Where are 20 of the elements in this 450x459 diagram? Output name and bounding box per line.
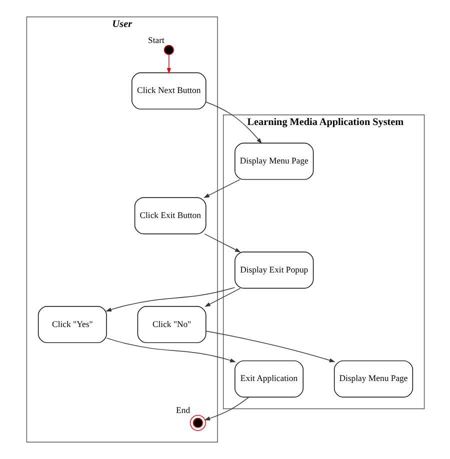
node-box: Display Exit Popup [234,252,314,289]
node-box: Exit Application [234,360,303,398]
arrow [203,179,240,198]
node-box: Display Menu Page [234,142,314,180]
node-box: Click Exit Button [134,197,206,234]
node-label: Start [148,34,164,45]
arrow [205,330,335,362]
arrow [105,287,235,312]
node-label: End [176,404,190,415]
node-box: Click "Yes" [37,306,106,344]
arrow [205,102,262,144]
node-circle [163,44,174,56]
arrow [166,54,170,74]
node-circle [189,414,206,431]
node-box: Click "No" [136,306,206,344]
node-box: Display Menu Page [333,360,413,398]
arrow [106,338,236,362]
node-box: Click Next Button [131,72,206,110]
arrow [204,288,240,307]
arrow [204,234,240,252]
